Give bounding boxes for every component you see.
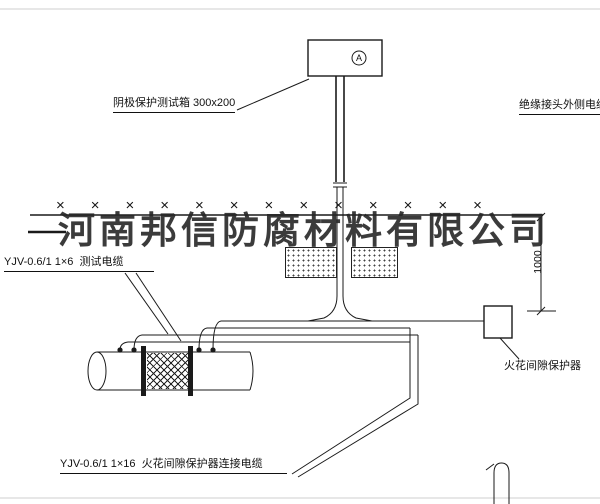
dimension-line <box>527 212 556 316</box>
riser-symbol <box>485 462 510 504</box>
test-box-label: 阴极保护测试箱 300x200 <box>113 97 236 113</box>
insulating-joint-hatch <box>147 353 188 389</box>
flange-right <box>188 346 193 396</box>
weld-point <box>210 347 216 353</box>
pipeline <box>87 346 254 396</box>
weld-point <box>196 347 202 353</box>
test-box <box>307 39 383 77</box>
spark-gap-protector-label: 火花间隙保护器 <box>504 360 581 372</box>
flange-left <box>141 346 146 396</box>
concrete-block-left <box>285 247 337 278</box>
spark-gap-protector-box <box>483 305 513 339</box>
conduit-riser <box>333 76 347 296</box>
page-edge-lines <box>0 8 600 499</box>
ground-line <box>28 214 543 234</box>
ground-hatch-marks: ××××××××××××× <box>56 197 508 214</box>
concrete-block-right <box>351 247 398 278</box>
cable-runs <box>119 295 484 478</box>
weld-point <box>131 347 137 353</box>
insulated-joint-outer-cable-label: 绝缘接头外侧电缆 <box>519 99 600 115</box>
test-cable-label: YJV-0.6/1 1×6 测试电缆 <box>4 256 154 272</box>
connection-cable-label: YJV-0.6/1 1×16 火花间隙保护器连接电缆 <box>60 458 287 474</box>
leader-lines <box>124 78 520 360</box>
company-watermark: 河南邦信防腐材料有限公司 <box>58 210 550 251</box>
ammeter-symbol: A <box>355 53 362 63</box>
weld-point <box>117 347 123 353</box>
